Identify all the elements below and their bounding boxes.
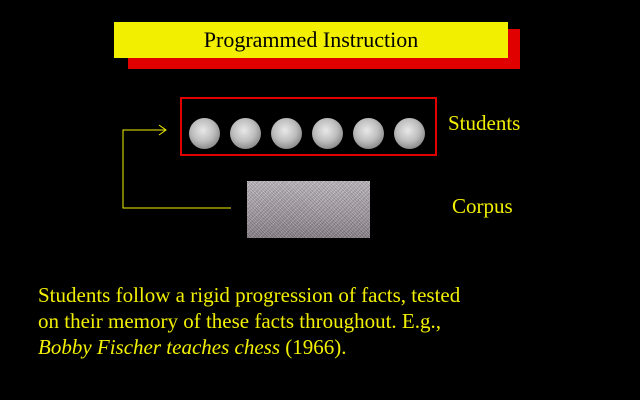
student-ball <box>312 118 343 149</box>
student-ball <box>353 118 384 149</box>
corpus-block <box>247 181 370 238</box>
students-group <box>180 97 437 156</box>
student-ball <box>271 118 302 149</box>
description-line-2: on their memory of these facts throughou… <box>38 309 441 333</box>
description-line-1: Students follow a rigid progression of f… <box>38 283 461 307</box>
description-line-3: Bobby Fischer teaches chess (1966). <box>38 334 598 360</box>
book-year: (1966). <box>280 335 347 359</box>
corpus-label: Corpus <box>452 194 513 218</box>
student-ball <box>189 118 220 149</box>
student-ball <box>394 118 425 149</box>
students-label: Students <box>448 111 521 135</box>
student-ball <box>230 118 261 149</box>
slide-title: Programmed Instruction <box>114 22 508 58</box>
book-title: Bobby Fischer teaches chess <box>38 335 281 359</box>
description-text: Students follow a rigid progression of f… <box>38 282 598 360</box>
